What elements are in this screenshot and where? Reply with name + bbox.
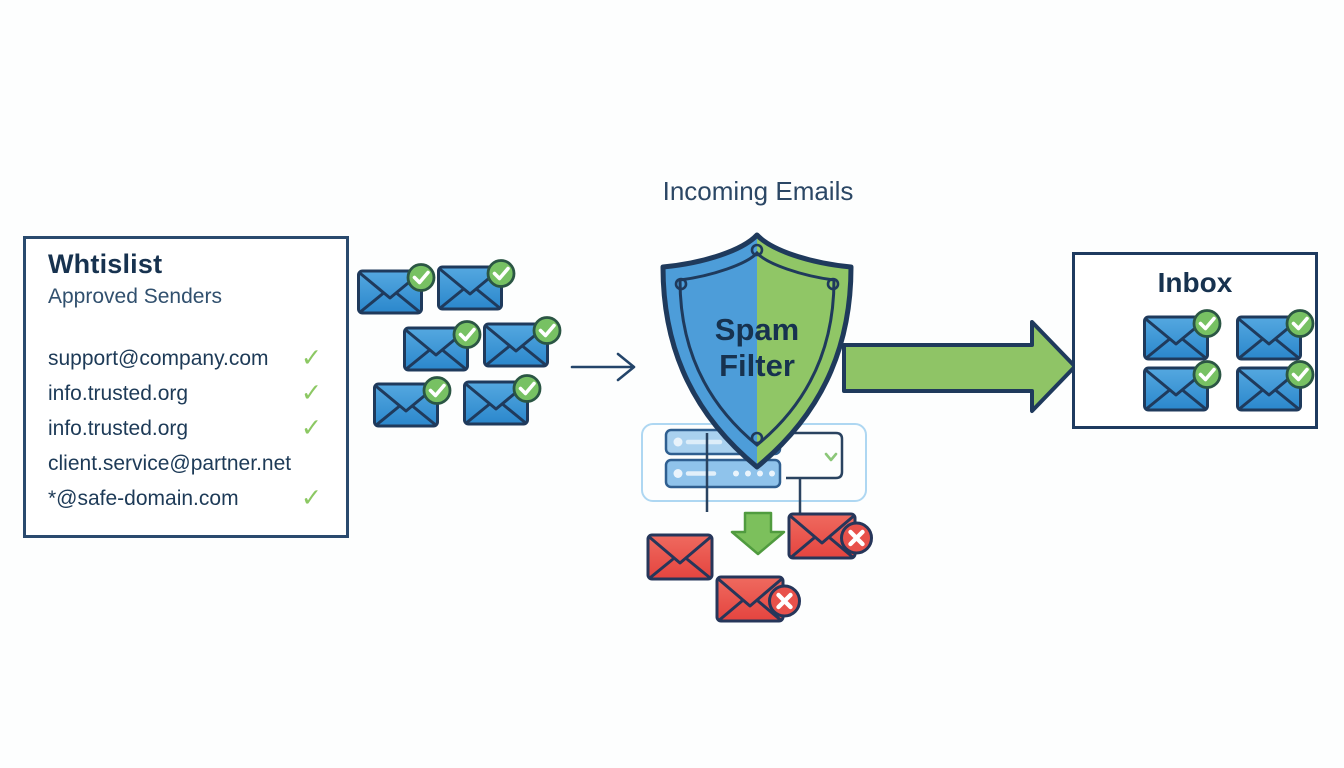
inbox-email-icon [1235,308,1315,362]
list-item: client.service@partner.net ✓ [48,446,322,481]
inbox-email-icon [1142,359,1222,413]
whitelist-panel: Whtislist Approved Senders support@compa… [23,236,349,538]
inbox-email-icon [1142,308,1222,362]
rivet-icon [750,243,764,257]
sender-address: *@safe-domain.com [48,486,239,510]
incoming-emails-label: Incoming Emails [662,176,854,206]
whitelist-subtitle: Approved Senders [48,285,222,308]
sender-address: support@company.com [48,346,269,370]
approved-email-icon [372,375,452,429]
approved-email-icon [482,315,562,369]
rivet-icon [750,431,764,445]
spam-filter-shield-icon: Spam Filter [660,232,854,470]
list-item: support@company.com ✓ [48,341,322,376]
approved-check-icon: ✓ [301,344,322,372]
approved-email-icon [462,373,542,427]
whitelist-sender-list: support@company.com ✓ info.trusted.org ✓… [48,341,322,516]
blocked-email-icon [714,572,802,628]
list-item: info.trusted.org ✓ [48,411,322,446]
blocked-email-icon [786,509,874,565]
spam-email-icon [645,532,715,582]
filter-routing-lines [705,431,844,518]
rivet-icon [674,277,688,291]
list-item: *@safe-domain.com ✓ [48,481,322,516]
flow-arrow-icon [570,352,636,382]
approved-email-icon [356,262,436,316]
approved-check-icon: ✓ [301,484,322,512]
inbox-email-icon [1235,359,1315,413]
sender-address: info.trusted.org [48,381,189,405]
spam-drop-arrow-icon [730,511,786,556]
chevron-down-icon [824,452,838,462]
approved-check-icon: ✓ [301,379,322,407]
sender-address: client.service@partner.net [48,451,292,475]
rivet-icon [826,277,840,291]
approved-check-icon: ✓ [301,414,322,442]
approved-email-icon [436,258,516,312]
shield-label-line1: Spam [715,312,799,347]
list-item: info.trusted.org ✓ [48,376,322,411]
sender-address: info.trusted.org [48,416,189,440]
inbox-title: Inbox [1157,267,1233,298]
approved-email-icon [402,319,482,373]
approved-flow-arrow-icon [842,320,1077,413]
whitelist-title: Whtislist [48,249,163,279]
shield-label-line2: Filter [719,348,795,383]
